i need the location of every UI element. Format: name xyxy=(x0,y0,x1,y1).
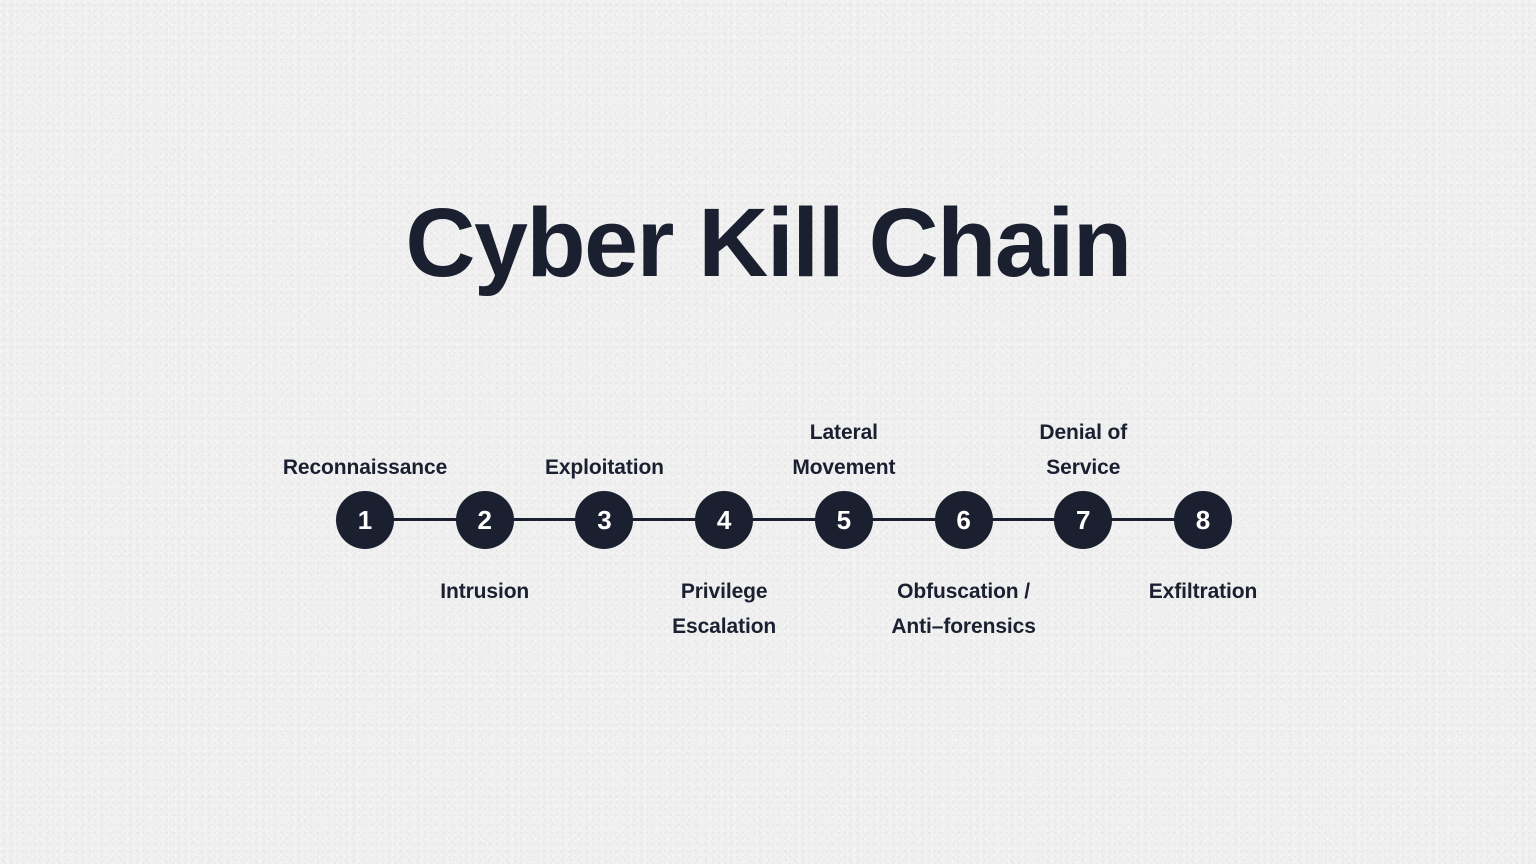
timeline-node-number: 8 xyxy=(1195,505,1211,535)
timeline-node-number: 4 xyxy=(716,505,732,535)
stage-label-1: Reconnaissance xyxy=(282,456,448,479)
timeline-connector xyxy=(990,518,1057,521)
timeline-connector xyxy=(1110,518,1176,521)
timeline-connector xyxy=(631,518,698,521)
timeline-node-number: 1 xyxy=(357,505,373,535)
timeline-node-number: 6 xyxy=(956,505,971,535)
stage-label-2: Intrusion xyxy=(440,580,530,603)
timeline-node-number: 3 xyxy=(597,505,612,535)
timeline-connector xyxy=(870,518,937,521)
timeline-node-8[interactable]: 8 xyxy=(1174,491,1232,549)
timeline-node-5[interactable]: 5 xyxy=(814,491,873,549)
timeline-connector xyxy=(751,518,817,521)
timeline-connector xyxy=(392,518,458,521)
timeline-node-number: 5 xyxy=(836,505,852,535)
timeline-node-6[interactable]: 6 xyxy=(934,491,993,549)
page-title: Cyber Kill Chain xyxy=(405,188,1132,297)
timeline-node-4[interactable]: 4 xyxy=(695,491,754,549)
timeline-node-number: 7 xyxy=(1076,505,1091,535)
stage-label-6: Obfuscation /Anti–forensics xyxy=(891,580,1036,638)
timeline-node-7[interactable]: 7 xyxy=(1054,491,1113,549)
timeline-node-1[interactable]: 1 xyxy=(336,491,394,549)
timeline-node-2[interactable]: 2 xyxy=(455,491,514,549)
stage-label-8: Exfiltration xyxy=(1148,580,1258,603)
timeline-node-3[interactable]: 3 xyxy=(575,491,634,549)
timeline-node-number: 2 xyxy=(477,505,492,535)
stage-label-3: Exploitation xyxy=(544,456,664,479)
timeline-connector xyxy=(511,518,578,521)
